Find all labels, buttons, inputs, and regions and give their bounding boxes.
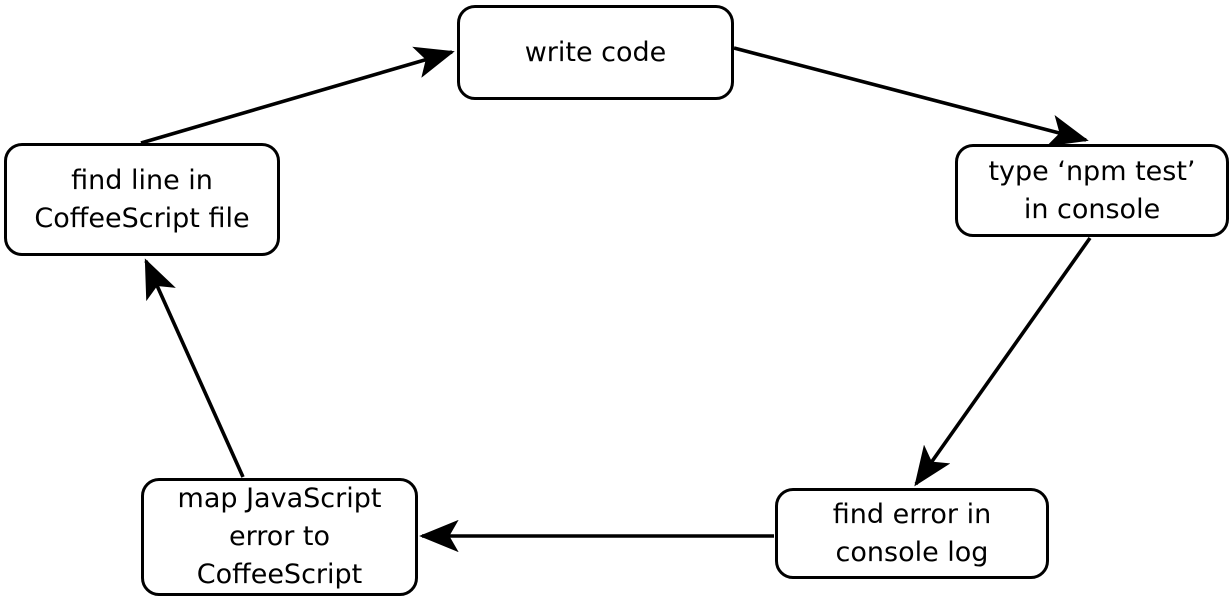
node-write-code[interactable]: write code xyxy=(457,5,734,100)
node-write-code-label: write code xyxy=(524,36,667,68)
node-find-error-in-console-log-label: find error in console log xyxy=(832,498,992,568)
node-find-line-in-coffeescript-file-label: find line in CoffeeScript file xyxy=(34,164,250,234)
node-find-line-in-coffeescript-file[interactable]: find line in CoffeeScript file xyxy=(4,143,280,256)
edge-map-javascript-to-find-line xyxy=(144,258,245,478)
edge-write-code-to-npm-test xyxy=(733,46,1089,147)
node-type-npm-test-in-console[interactable]: type ‘npm test’ in console xyxy=(955,144,1229,237)
node-map-javascript-error-to-coffeescript[interactable]: map JavaScript error to CoffeeScript xyxy=(141,478,418,596)
edge-npm-test-to-find-error xyxy=(914,236,1092,487)
node-type-npm-test-in-console-label: type ‘npm test’ in console xyxy=(988,155,1196,225)
node-map-javascript-error-to-coffeescript-label: map JavaScript error to CoffeeScript xyxy=(177,483,382,590)
edge-find-line-to-write-code xyxy=(140,46,455,145)
node-find-error-in-console-log[interactable]: find error in console log xyxy=(775,488,1049,579)
